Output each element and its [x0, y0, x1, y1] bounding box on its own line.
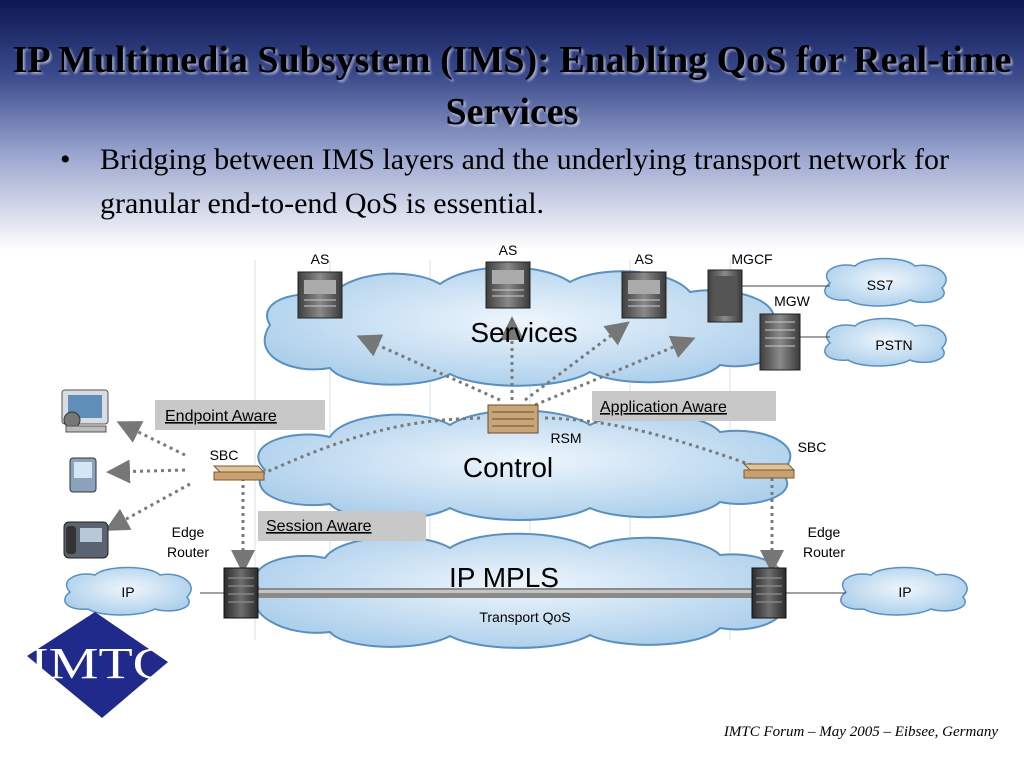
as-server-center: AS: [485, 242, 531, 309]
session-aware-label: Session Aware: [266, 518, 372, 535]
pstn-cloud: PSTN: [824, 317, 947, 367]
bullet-icon: •: [60, 143, 71, 176]
imtc-logo: IMTC: [27, 612, 170, 718]
endpoint-aware-box: Endpoint Aware: [155, 400, 325, 430]
mgcf-server: MGCF: [707, 251, 773, 323]
transport-layer-label: IP MPLS: [449, 562, 559, 593]
slide-title: IP Multimedia Subsystem (IMS): Enabling …: [12, 39, 1012, 133]
sbc-right-label: SBC: [798, 439, 827, 455]
as-right-label: AS: [635, 251, 654, 267]
rsm-node: RSM: [487, 404, 582, 446]
ip-phone-icon: [63, 521, 109, 559]
ip-left-label: IP: [121, 584, 134, 600]
rsm-label: RSM: [550, 430, 581, 446]
as-center-label: AS: [499, 242, 518, 258]
pda-icon: [69, 457, 97, 493]
transport-qos-label: Transport QoS: [479, 609, 570, 625]
mgw-server: MGW: [759, 293, 811, 371]
services-layer-label: Services: [470, 317, 577, 348]
mgcf-label: MGCF: [731, 251, 772, 267]
as-left-label: AS: [311, 251, 330, 267]
as-server-left: AS: [297, 251, 343, 319]
sbc-left-label: SBC: [210, 447, 239, 463]
bullet-text: Bridging between IMS layers and the unde…: [100, 143, 949, 220]
session-aware-box: Session Aware: [258, 511, 426, 541]
application-aware-label: Application Aware: [600, 399, 727, 416]
slide-footer: IMTC Forum – May 2005 – Eibsee, Germany: [723, 724, 998, 740]
ss7-label: SS7: [867, 277, 894, 293]
endpoint-aware-label: Endpoint Aware: [165, 408, 277, 425]
ip-right-label: IP: [898, 584, 911, 600]
as-server-right: AS: [621, 251, 667, 319]
ip-right-cloud: IP: [840, 566, 968, 616]
control-layer-label: Control: [463, 452, 553, 483]
signaling-arrows: [104, 316, 784, 574]
sbc-right-node: SBC: [742, 439, 827, 479]
sbc-left-node: SBC: [210, 447, 266, 481]
ip-left-cloud: IP: [64, 566, 192, 616]
ss7-cloud: SS7: [824, 257, 947, 307]
pstn-label: PSTN: [875, 337, 912, 353]
application-aware-box: Application Aware: [592, 391, 776, 421]
imtc-logo-text: IMTC: [30, 639, 170, 688]
desktop-pc-icon: [61, 389, 109, 433]
header-background: [0, 0, 1024, 250]
transport-pipe: [250, 588, 760, 598]
mgw-label: MGW: [774, 293, 811, 309]
